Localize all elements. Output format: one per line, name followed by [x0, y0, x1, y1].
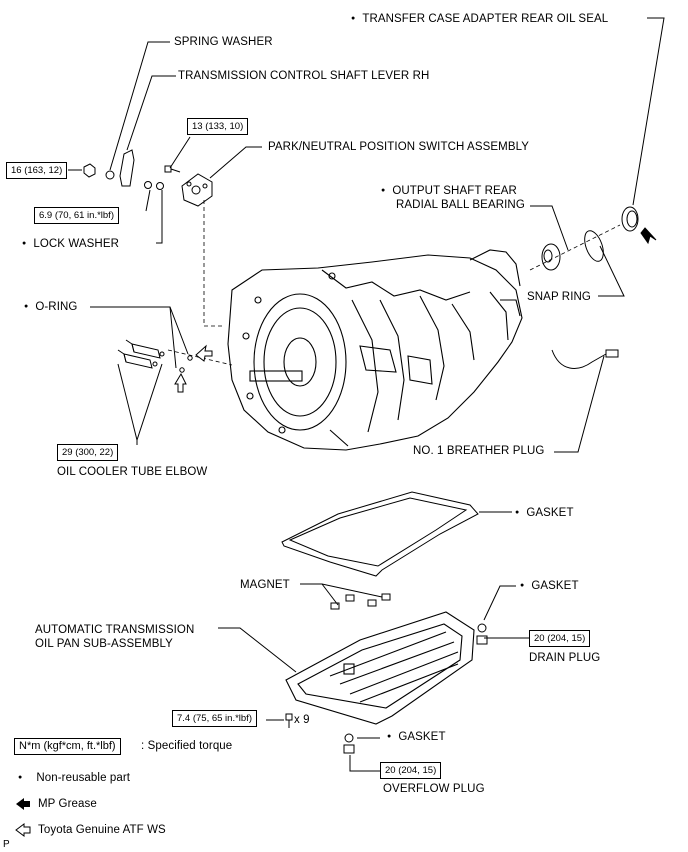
label-transfer-seal: TRANSFER CASE ADAPTER REAR OIL SEAL — [351, 13, 608, 27]
legend-non-reusable: ● Non-reusable part — [18, 772, 130, 786]
pan-gasket-drawing — [282, 492, 478, 576]
dashed-bearing-axis — [530, 225, 620, 270]
breather-plug-drawing — [605, 349, 619, 358]
leader-bearing — [530, 206, 568, 250]
park-neutral-switch-drawing — [182, 174, 212, 206]
leader-spring-washer — [110, 42, 170, 170]
snap-ring-drawing — [584, 230, 604, 262]
lock-washer-drawing — [144, 181, 152, 189]
legend-torque-box: N*m (kgf*cm, ft.*lbf) — [14, 738, 121, 755]
label-drain-plug: DRAIN PLUG — [529, 652, 601, 664]
label-control-lever: TRANSMISSION CONTROL SHAFT LEVER RH — [178, 70, 430, 82]
leader-elbow-1 — [137, 364, 162, 445]
torque-overflow-plug: 20 (204, 15) — [380, 762, 442, 779]
label-o-ring: O-RING — [24, 301, 77, 315]
legend-text: Non-reusable part — [36, 772, 131, 784]
leader-o-ring-1 — [90, 307, 188, 354]
label-bolt-qty: x 9 — [294, 714, 310, 726]
torque-pan-bolt: 7.4 (75, 65 in.*lbf) — [172, 710, 257, 727]
torque-lever-nut: 16 (163, 12) — [6, 162, 68, 179]
bullet-icon: ● — [18, 774, 23, 781]
label-gasket-overflow: GASKET — [387, 731, 446, 745]
leader-gasket-drain — [484, 586, 516, 620]
label-gasket-pan: GASKET — [515, 507, 574, 521]
label-park-neutral-switch: PARK/NEUTRAL POSITION SWITCH ASSEMBLY — [268, 141, 530, 153]
leader-lock-washer — [156, 190, 162, 243]
control-lever-drawing — [120, 150, 134, 186]
leader-elbow-2 — [118, 364, 137, 440]
label-spring-washer: SPRING WASHER — [174, 36, 273, 48]
drain-gasket-drawing — [477, 623, 487, 633]
label-output-bearing: OUTPUT SHAFT REAR — [381, 185, 517, 199]
breather-hose-drawing — [552, 350, 606, 368]
label-text: GASKET — [398, 731, 446, 743]
oil-cooler-elbows-drawing — [118, 340, 165, 368]
label-text: GASKET — [526, 507, 574, 519]
label-text: GASKET — [531, 580, 579, 592]
torque-lever-nut2: 6.9 (70, 61 in.*lbf) — [34, 207, 119, 224]
dashed-oring-axis — [168, 350, 232, 365]
label-text: OUTPUT SHAFT REAR — [392, 185, 517, 197]
leader-snap-ring — [598, 246, 624, 296]
leader-lever-nut2 — [146, 190, 150, 211]
label-oil-pan-2: OIL PAN SUB-ASSEMBLY — [35, 638, 173, 650]
label-oil-pan: AUTOMATIC TRANSMISSION — [35, 624, 195, 636]
legend-atf: Toyota Genuine ATF WS — [38, 824, 166, 836]
output-bearing-drawing — [541, 243, 561, 271]
leader-transfer-seal — [633, 18, 664, 205]
leader-oil-pan — [218, 628, 296, 672]
label-snap-ring: SNAP RING — [527, 291, 591, 303]
leader-magnet — [300, 584, 382, 597]
overflow-plug-drawing — [343, 744, 355, 754]
torque-elbow: 29 (300, 22) — [57, 444, 119, 461]
overflow-gasket-drawing — [344, 733, 354, 743]
label-output-bearing-2: RADIAL BALL BEARING — [396, 199, 525, 211]
drain-plug-drawing — [476, 635, 488, 645]
label-gasket-drain: GASKET — [520, 580, 579, 594]
leader-o-ring-2 — [170, 307, 176, 368]
torque-switch-bolt: 13 (133, 10) — [187, 118, 249, 135]
leader-overflow-torque — [350, 755, 380, 771]
transmission-case — [228, 250, 522, 450]
legend-torque-desc: : Specified torque — [141, 740, 233, 752]
oil-pan-drawing — [286, 612, 474, 724]
corner-mark: P — [3, 839, 10, 850]
label-text: TRANSFER CASE ADAPTER REAR OIL SEAL — [362, 13, 609, 25]
torque-drain-plug: 20 (204, 15) — [529, 630, 591, 647]
label-oil-cooler-elbow: OIL COOLER TUBE ELBOW — [57, 466, 208, 478]
spring-washer-drawing — [105, 170, 115, 180]
label-lock-washer: LOCK WASHER — [22, 238, 119, 252]
pan-bolt-drawing — [285, 713, 293, 728]
switch-bolt-drawing — [164, 165, 180, 173]
label-text: LOCK WASHER — [33, 238, 119, 250]
o-ring-1 — [187, 355, 193, 361]
leader-breather — [554, 356, 604, 452]
lock-nut-drawing — [156, 182, 164, 190]
legend-atf-icon — [16, 824, 30, 836]
dashed-switch-to-case — [204, 200, 224, 326]
lever-nut-drawing — [84, 164, 95, 177]
leader-switch-bolt — [170, 137, 190, 168]
atf-arrow-1 — [196, 346, 212, 361]
legend-mp-grease: MP Grease — [38, 798, 97, 810]
label-text: O-RING — [35, 301, 78, 313]
label-magnet: MAGNET — [240, 579, 290, 591]
leader-magnet-2 — [322, 584, 338, 605]
leader-control-lever — [127, 76, 176, 150]
magnets-drawing — [330, 593, 391, 610]
label-breather-plug: NO. 1 BREATHER PLUG — [413, 445, 545, 457]
legend-mp-grease-icon — [16, 798, 30, 810]
o-ring-2 — [179, 367, 185, 373]
label-overflow-plug: OVERFLOW PLUG — [383, 783, 485, 795]
mp-grease-arrow — [641, 228, 656, 243]
transfer-seal-drawing — [621, 206, 639, 232]
leader-switch — [210, 147, 262, 178]
atf-arrow-2 — [175, 374, 186, 392]
